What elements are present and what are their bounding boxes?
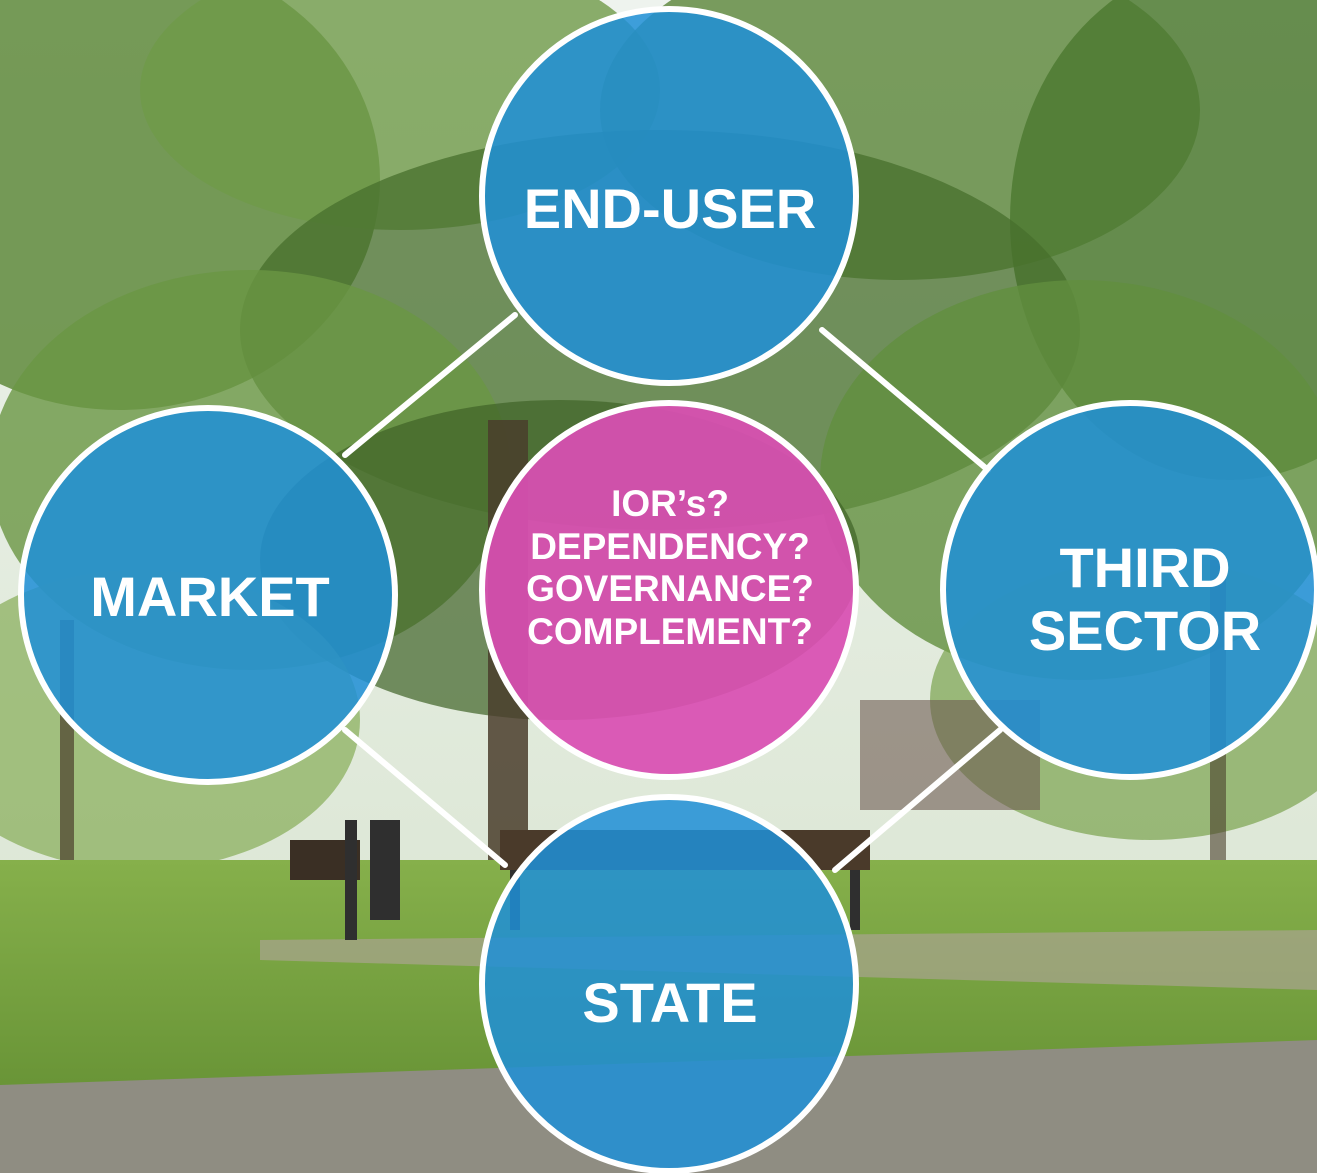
state-circle — [479, 794, 859, 1173]
center-circle — [479, 400, 859, 780]
center-question-list: IOR’s? DEPENDENCY? GOVERNANCE? COMPLEMEN… — [460, 483, 880, 653]
end-user-label: END-USER — [523, 177, 817, 240]
bench-left — [290, 820, 400, 940]
center-question-dependency: DEPENDENCY? — [530, 525, 810, 567]
center-question-ior: IOR’s? — [611, 483, 729, 524]
end-user-circle — [479, 6, 859, 386]
center-question-complement: COMPLEMENT? — [527, 610, 813, 652]
line-thirdsector-state — [832, 727, 1003, 873]
third-sector-line-2: SECTOR — [1028, 598, 1262, 662]
line-enduser-market — [342, 312, 518, 458]
line-market-state — [342, 727, 508, 868]
line-enduser-thirdsector — [819, 327, 991, 473]
center-question-governance: GOVERNANCE? — [526, 568, 814, 610]
connector-lines — [342, 312, 1003, 873]
third-sector-circle — [940, 400, 1317, 780]
state-label: STATE — [582, 971, 758, 1034]
market-circle — [18, 405, 398, 785]
market-label: MARKET — [90, 565, 330, 628]
third-sector-line-1: THIRD — [1059, 536, 1231, 599]
third-sector-label: THIRD SECTOR — [955, 536, 1317, 662]
